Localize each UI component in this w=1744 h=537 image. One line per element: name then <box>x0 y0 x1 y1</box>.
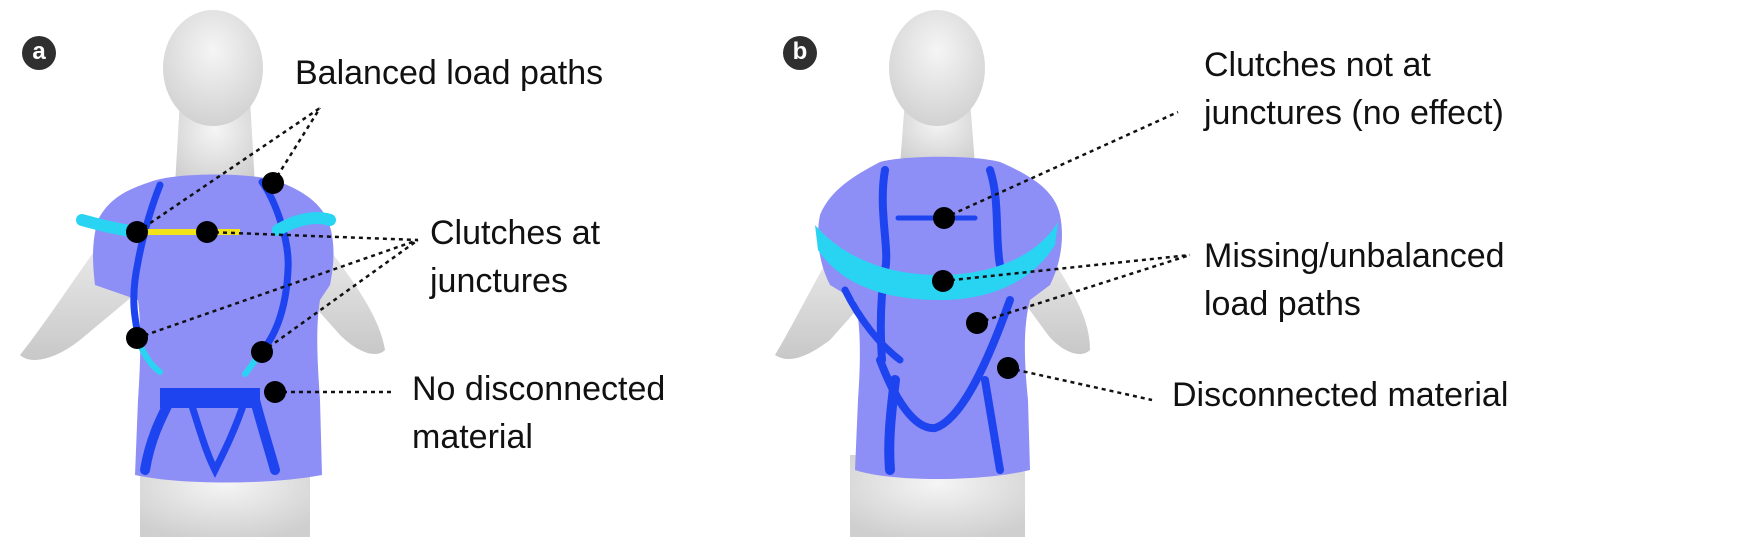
label-clutches-at-junctures-line2: junctures <box>430 262 568 300</box>
label-no-disconnected-line1: No disconnected <box>412 370 666 408</box>
waist-band-a <box>160 388 260 408</box>
shirt-a <box>93 174 334 483</box>
strap-right-vertical-a <box>258 178 292 354</box>
marker-clutch-right-a <box>251 341 273 363</box>
marker-missing-upper-b <box>932 270 954 292</box>
marker-disc-b <box>997 357 1019 379</box>
marker-clutch-left-a <box>126 327 148 349</box>
label-clutches-at-junctures-line1: Clutches at <box>430 214 601 252</box>
strap-mid-b <box>841 286 904 364</box>
panel-badge-b: b <box>783 36 817 70</box>
strap-bottom-left-b <box>884 375 900 475</box>
shoulder-band-right-a <box>272 212 336 236</box>
strap-bottom-mid-a <box>186 396 249 478</box>
strap-v-left-b <box>876 356 939 432</box>
marker-balanced-left-a <box>126 221 148 243</box>
leader-lines-a <box>136 106 419 394</box>
shirt-b <box>818 156 1062 479</box>
markers-a <box>126 172 286 403</box>
label-balanced-load-paths: Balanced load paths <box>295 54 604 92</box>
marker-clutch-center-a <box>196 221 218 243</box>
label-clutches-not-at-line1: Clutches not at <box>1204 46 1431 84</box>
panel-a <box>20 10 419 537</box>
marker-notat-b <box>933 207 955 229</box>
markers-b <box>932 207 1019 379</box>
label-disconnected-material: Disconnected material <box>1172 376 1509 414</box>
panel-b <box>775 10 1191 537</box>
high-load-band-b <box>815 222 1058 300</box>
leader-lines-b <box>942 110 1191 402</box>
marker-nodisc-a <box>264 381 286 403</box>
marker-balanced-right-a <box>262 172 284 194</box>
marker-missing-lower-b <box>966 312 988 334</box>
strap-right-vertical-b <box>986 166 1004 269</box>
label-missing-unbalanced-line1: Missing/unbalanced <box>1204 237 1505 275</box>
load-paths-a <box>130 178 292 478</box>
panel-badge-a: a <box>22 36 56 70</box>
strap-disc-b <box>981 376 1004 474</box>
label-no-disconnected-line2: material <box>412 418 533 456</box>
head-a <box>163 10 263 126</box>
strap-left-vertical-a <box>130 181 164 349</box>
head-b <box>889 10 985 126</box>
strap-v-right-b <box>931 296 1014 432</box>
label-missing-unbalanced-line2: load paths <box>1204 285 1361 323</box>
label-clutches-not-at-line2: junctures (no effect) <box>1204 94 1504 132</box>
